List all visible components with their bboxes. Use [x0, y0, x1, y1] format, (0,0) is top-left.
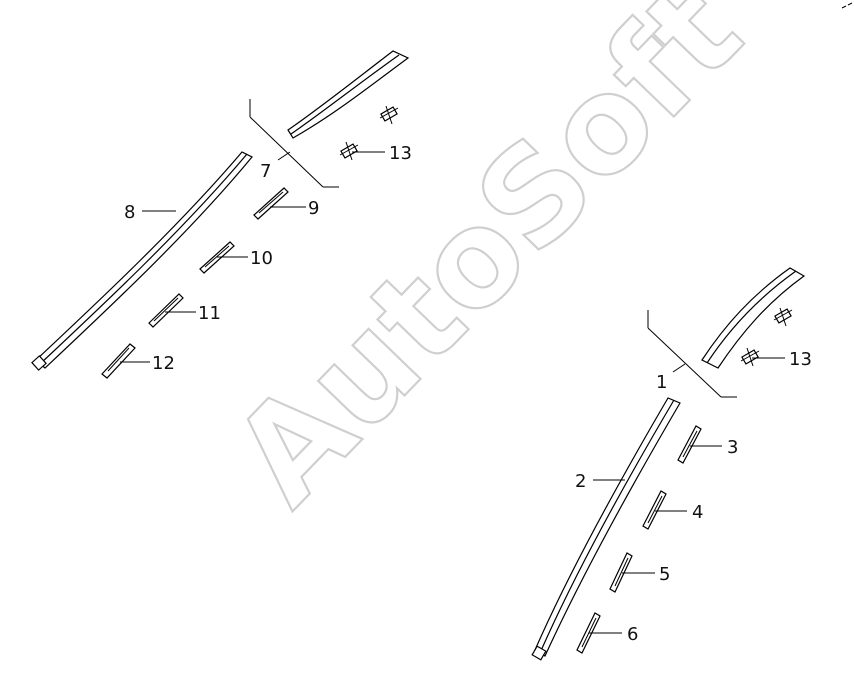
part-2-long-molding: [531, 397, 681, 661]
callout-13-right: 13: [789, 349, 812, 370]
callout-5: 5: [659, 564, 670, 585]
leader-1: [672, 363, 686, 373]
callout-8: 8: [124, 202, 135, 223]
part-1-roof-trim: [701, 267, 806, 369]
part-1-bracket-lines: [647, 310, 737, 398]
callout-10: 10: [250, 248, 273, 269]
part-5-trim: [609, 552, 633, 593]
leader-7: [277, 151, 291, 161]
part-13-clip-upper-left: [379, 105, 399, 125]
callout-13-left: 13: [389, 143, 412, 164]
callout-2: 2: [575, 471, 586, 492]
corner-mark: [841, 2, 853, 9]
callout-6: 6: [627, 624, 638, 645]
part-7-roof-trim: [287, 50, 410, 139]
callout-7: 7: [260, 161, 271, 182]
callout-9: 9: [308, 198, 319, 219]
part-11-trim: [148, 293, 184, 328]
part-9-trim: [253, 187, 289, 220]
callout-3: 3: [727, 437, 738, 458]
part-3-trim: [677, 425, 702, 464]
callout-1: 1: [656, 372, 667, 393]
part-13-clip-upper-right: [773, 307, 793, 327]
part-13-clip-lower-right: [740, 347, 760, 367]
part-7-bracket-lines: [249, 99, 339, 188]
callout-4: 4: [692, 502, 703, 523]
part-12-trim: [101, 343, 136, 379]
callout-12: 12: [152, 353, 175, 374]
part-13-clip-lower-left: [339, 141, 359, 161]
part-4-trim: [642, 490, 667, 530]
callout-11: 11: [198, 303, 221, 324]
part-8-long-molding: [31, 151, 253, 371]
